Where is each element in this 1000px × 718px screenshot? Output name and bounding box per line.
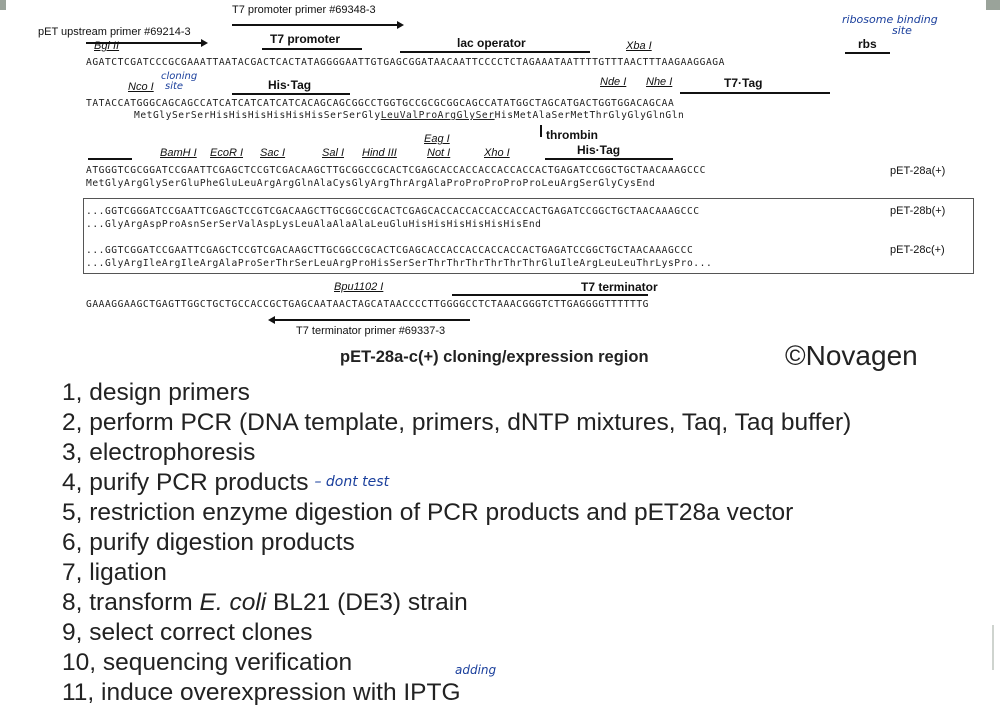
handwritten-cloning-line2: site	[165, 81, 184, 92]
step-11: 11, induce overexpression with IPTG	[62, 679, 461, 706]
handwritten-pcr-note: – dont test	[314, 474, 390, 490]
thrombin-label: thrombin	[546, 128, 598, 142]
pet-upstream-primer-arrow	[86, 39, 208, 46]
step-1: 1, design primers	[62, 379, 250, 406]
handwritten-rbs-line1: ribosome binding	[842, 13, 938, 26]
dna-sequence-row1: AGATCTCGATCCCGCGAAATTAATACGACTCACTATAGGG…	[86, 57, 725, 68]
right-edge-mark	[992, 625, 994, 670]
t7-terminator-label: T7 terminator	[581, 280, 658, 294]
bgl2-site-label: Bgl II	[94, 40, 120, 52]
step-6: 6, purify digestion products	[62, 529, 355, 556]
ecor1-site-label: EcoR I	[210, 147, 244, 159]
step-7: 7, ligation	[62, 559, 167, 586]
t7-tag-label: T7·Tag	[724, 76, 763, 90]
protein-row2-part-a: MetGlySerSerHisHisHisHisHisHisSerSerGly	[134, 110, 381, 121]
t7-tag-bar	[680, 92, 830, 94]
xba1-site-label: Xba I	[626, 40, 652, 52]
figure-caption: pET-28a-c(+) cloning/expression region	[340, 348, 649, 366]
pet28a-label: pET-28a(+)	[890, 165, 946, 177]
step-4: 4, purify PCR products – dont test	[62, 468, 851, 498]
step-3: 3, electrophoresis	[62, 439, 256, 466]
thrombin-cleavage-marker	[540, 125, 542, 137]
his-tag-label-row3: His·Tag	[577, 143, 621, 157]
step-8-organism: E. coli	[199, 589, 267, 616]
not1-site-label: Not I	[427, 147, 451, 159]
step-8-prefix: 8, transform	[62, 589, 200, 616]
protein-sequence-pet28c: ...GlyArgIleArgIleArgAlaProSerThrSerLeuA…	[86, 258, 713, 269]
lac-operator-label: lac operator	[457, 36, 526, 50]
nco1-site-label: Nco I	[128, 81, 154, 93]
t7-terminator-primer-label: T7 terminator primer #69337-3	[296, 325, 446, 337]
protein-row2-thrombin-site: LeuValProArgGlySer	[380, 110, 495, 121]
protein-sequence-row3: MetGlyArgGlySerGluPheGluLeuArgArgGlnAlaC…	[86, 178, 656, 189]
his-tag-bar-row2	[232, 93, 350, 95]
his-tag-label-row2: His·Tag	[268, 78, 312, 92]
handwritten-rbs-line2: site	[892, 24, 912, 37]
handwritten-cloning-note: cloning site	[161, 72, 197, 92]
sac1-site-label: Sac I	[260, 147, 286, 159]
lac-operator-bar	[400, 51, 590, 53]
step-8: 8, transform E. coli BL21 (DE3) strain	[62, 588, 851, 618]
corner-block-top-right	[986, 0, 1000, 10]
corner-block-top-left	[0, 0, 6, 10]
step-2: 2, perform PCR (DNA template, primers, d…	[62, 409, 852, 436]
hind3-site-label: Hind III	[362, 147, 397, 159]
pet-upstream-primer-label: pET upstream primer #69214-3	[38, 26, 191, 38]
bpu1102-site-label: Bpu1102 I	[334, 281, 384, 293]
t7-terminator-primer-arrow	[268, 316, 470, 323]
novagen-copyright: ©Novagen	[785, 340, 918, 371]
t7-tag-bar-row3	[88, 158, 132, 160]
dna-sequence-pet28b: ...GGTCGGGATCCGAATTCGAGCTCCGTCGACAAGCTTG…	[86, 206, 700, 217]
step-4-text: 4, purify PCR products	[62, 469, 309, 496]
t7-promoter-bar	[262, 48, 362, 50]
step-9: 9, select correct clones	[62, 619, 313, 646]
handwritten-cloning-line1: cloning	[161, 71, 198, 82]
t7-promoter-label: T7 promoter	[270, 32, 341, 46]
pet28c-label: pET-28c(+)	[890, 244, 945, 256]
pet28b-label: pET-28b(+)	[890, 205, 946, 217]
sal1-site-label: Sal I	[322, 147, 345, 159]
eag1-site-label: Eag I	[424, 133, 450, 145]
nhe1-site-label: Nhe I	[646, 76, 673, 88]
step-10: 10, sequencing verification	[62, 649, 353, 676]
xho1-site-label: Xho I	[484, 147, 510, 159]
nde1-site-label: Nde I	[600, 76, 627, 88]
dna-sequence-row2: TATACCATGGGCAGCAGCCATCATCATCATCATCACAGCA…	[86, 98, 675, 109]
handwritten-rbs-note: ribosome binding site	[842, 14, 938, 36]
t7-promoter-primer-arrow	[232, 21, 404, 28]
dna-sequence-row3: ATGGGTCGCGGATCCGAATTCGAGCTCCGTCGACAAGCTT…	[86, 165, 706, 176]
step-8-suffix: BL21 (DE3) strain	[266, 589, 468, 616]
bamh1-site-label: BamH I	[160, 147, 197, 159]
protocol-steps-list: 1, design primers 2, perform PCR (DNA te…	[62, 378, 851, 708]
t7-promoter-primer-label: T7 promoter primer #69348-3	[232, 4, 376, 16]
t7-terminator-bar	[452, 294, 648, 296]
rbs-label: rbs	[858, 37, 877, 51]
dna-sequence-pet28c: ...GGTCGGATCCGAATTCGAGCTCCGTCGACAAGCTTGC…	[86, 245, 694, 256]
rbs-bar	[845, 52, 890, 54]
his-tag-bar-row3	[545, 158, 673, 160]
protein-sequence-row2: MetGlySerSerHisHisHisHisHisHisSerSerGlyL…	[134, 110, 684, 121]
protein-sequence-pet28b: ...GlyArgAspProAsnSerSerValAspLysLeuAlaA…	[86, 219, 542, 230]
handwritten-adding-note: adding	[455, 663, 497, 677]
step-5: 5, restriction enzyme digestion of PCR p…	[62, 499, 794, 526]
dna-sequence-row5: GAAAGGAAGCTGAGTTGGCTGCTGCCACCGCTGAGCAATA…	[86, 299, 650, 310]
alternate-frames-box	[83, 198, 974, 274]
protein-row2-part-c: HisMetAlaSerMetThrGlyGlyGlnGln	[494, 110, 685, 121]
